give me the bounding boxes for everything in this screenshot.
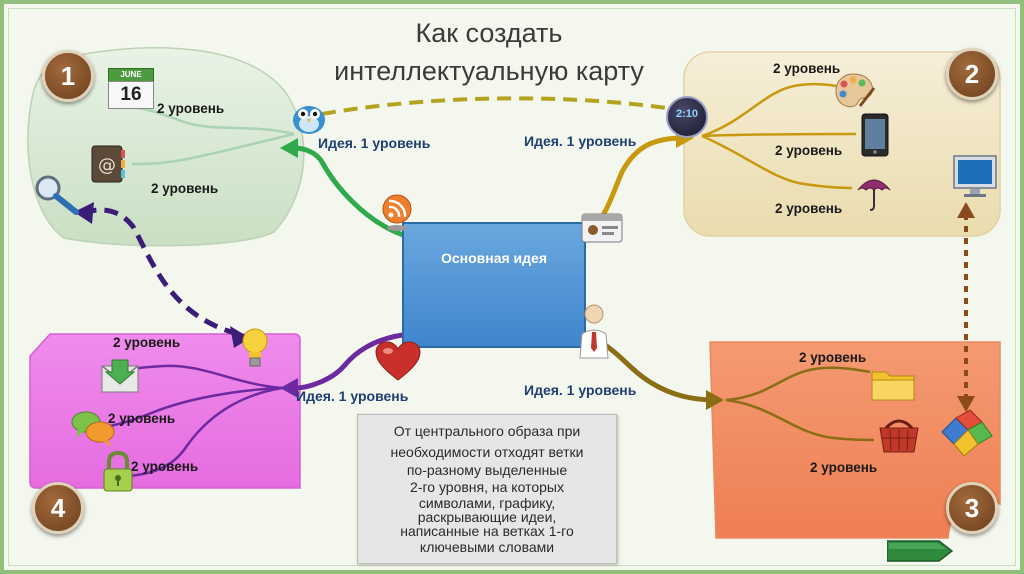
branch-4-sub-line	[127, 386, 283, 478]
twitter-bird-icon	[293, 106, 325, 134]
branch-2-level2-label: 2 уровень	[775, 143, 843, 158]
lightbulb-icon	[242, 328, 268, 367]
svg-text:@: @	[98, 155, 116, 176]
text-line: необходимости отходят ветки	[390, 444, 584, 460]
branch-1-arrowhead	[280, 138, 298, 158]
clock-icon: 2:10	[666, 96, 708, 138]
title-line-2: интеллектуальную карту	[334, 56, 644, 86]
central-idea-node: Основная идея	[402, 222, 586, 348]
branch-2-level2-label: 2 уровень	[773, 61, 841, 76]
branch-1-level2-label: 2 уровень	[157, 101, 225, 116]
branch-1-level2-label: 2 уровень	[151, 181, 219, 196]
connection-1-4-arrowhead-top	[74, 202, 94, 224]
basket-icon	[879, 419, 919, 453]
branch-1-sub-line	[131, 132, 295, 166]
branch-2-sub-line	[701, 82, 837, 138]
region-4-shape	[29, 333, 301, 489]
next-slide-button[interactable]	[887, 540, 953, 562]
branch-3-level2-label: 2 уровень	[799, 350, 867, 365]
branch-4-level2-label: 2 уровень	[108, 411, 176, 426]
branch-3-level2-label: 2 уровень	[810, 460, 878, 475]
puzzle-icon	[941, 409, 993, 457]
mind-map-art	[27, 46, 1001, 539]
branch-1-sub-line	[133, 106, 295, 136]
branch-1-line	[291, 145, 409, 239]
tablet-icon	[861, 113, 889, 157]
calendar-month: JUNE	[108, 68, 154, 82]
branch-3-sub-line	[725, 366, 871, 402]
magnifier-icon	[35, 175, 79, 215]
branch-2-level2-label: 2 уровень	[775, 201, 843, 216]
chat-bubbles-icon	[71, 411, 115, 447]
branch-3-sub-line	[725, 398, 875, 442]
branch-2-sub-line	[701, 134, 853, 190]
branch-3-arrowhead	[706, 390, 724, 410]
palette-icon	[835, 73, 876, 108]
branch-4-line	[293, 331, 413, 391]
folder-icon	[871, 371, 915, 401]
text-line: От центрального образа при	[393, 423, 581, 439]
badge-1: 1	[42, 50, 94, 102]
connection-1-4	[85, 207, 239, 337]
badge-4: 4	[32, 482, 84, 534]
slide-frame	[8, 8, 1016, 566]
mail-icon	[101, 359, 139, 393]
text-line: ключевыми словами	[419, 539, 555, 555]
id-card-icon	[581, 213, 623, 243]
rss-icon	[382, 194, 412, 231]
connection-1-2	[321, 96, 681, 116]
calendar-icon: JUNE 16	[108, 68, 154, 109]
branch-2-idea-label: Идея. 1 уровень	[524, 133, 637, 149]
connection-1-4-arrowhead-bottom	[230, 326, 250, 348]
central-idea-label: Основная идея	[440, 250, 548, 266]
text-line: по-разному выделенные	[406, 462, 568, 478]
branch-4-level2-label: 2 уровень	[131, 459, 199, 474]
umbrella-icon	[857, 179, 891, 211]
branch-4-level2-label: 2 уровень	[113, 335, 181, 350]
text-line: символами, графику,	[418, 495, 556, 511]
clock-time: 2:10	[675, 108, 699, 120]
branch-1-idea-label: Идея. 1 уровень	[318, 135, 431, 151]
address-book-icon: @	[91, 145, 125, 183]
calendar-day: 16	[108, 81, 154, 109]
text-line: 2-го уровня, на которых	[410, 479, 564, 495]
connection-2-3-arrowhead-bottom	[957, 396, 975, 412]
text-box: От центрального образа при необходимости…	[357, 414, 617, 564]
padlock-icon	[103, 450, 133, 492]
badge-3: 3	[946, 482, 998, 534]
businessman-icon	[579, 304, 609, 359]
monitor-icon	[953, 155, 997, 197]
text-line: написанные на ветках 1-го	[400, 523, 574, 539]
branch-4-arrowhead	[280, 378, 298, 398]
connection-2-3-arrowhead-top	[957, 202, 975, 218]
badge-2: 2	[946, 48, 998, 100]
region-1-shape	[27, 46, 305, 247]
text-line: раскрывающие идеи,	[417, 509, 557, 525]
heart-icon	[375, 341, 421, 381]
branch-3-idea-label: Идея. 1 уровень	[524, 382, 637, 398]
branch-4-sub-line	[109, 386, 283, 428]
branch-2-sub-line	[701, 132, 857, 138]
region-2-shape	[683, 51, 1001, 237]
title-line-1: Как создать	[415, 18, 563, 48]
branch-4-idea-label: Идея. 1 уровень	[296, 388, 409, 404]
